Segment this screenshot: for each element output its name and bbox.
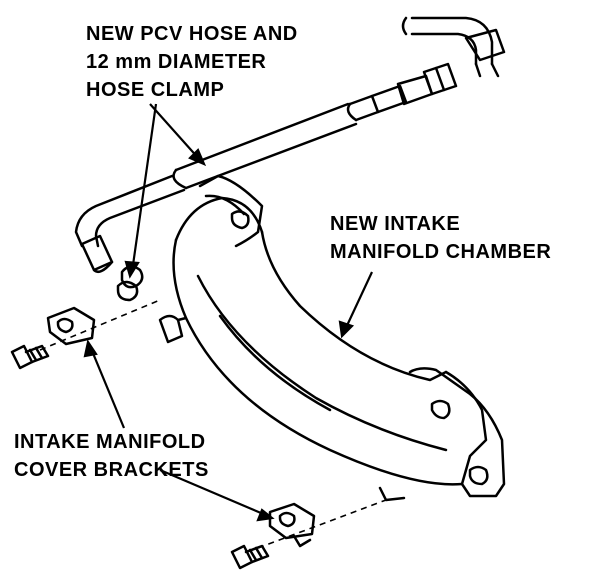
label-line: HOSE CLAMP (86, 79, 225, 101)
leader-chamber (343, 271, 373, 333)
bolt-upper (10, 344, 50, 370)
assembly-line-lower (257, 499, 387, 549)
label-line: COVER BRACKETS (14, 459, 209, 481)
arrow-bracket-lower (256, 508, 275, 522)
label-line: NEW PCV HOSE AND (86, 23, 298, 45)
leader-pcv-clamp (130, 103, 158, 273)
label-line: MANIFOLD CHAMBER (330, 241, 552, 263)
pcv-hose-end (80, 234, 114, 273)
cover-bracket-upper (46, 306, 96, 346)
arrow-bracket-upper (83, 339, 98, 358)
label-line: 12 mm DIAMETER (86, 51, 267, 73)
label-line: INTAKE MANIFOLD (14, 431, 206, 453)
label-line: NEW INTAKE (330, 213, 461, 235)
cover-bracket-lower (268, 502, 316, 548)
leader-bracket-upper (88, 345, 126, 429)
intake-manifold-chamber (158, 174, 506, 502)
arrow-pcv-clamp (124, 260, 140, 279)
bolt-lower (230, 544, 270, 570)
label-new-pcv-hose: NEW PCV HOSE AND 12 mm DIAMETER HOSE CLA… (86, 20, 298, 104)
label-new-intake-chamber: NEW INTAKE MANIFOLD CHAMBER (330, 210, 551, 266)
leader-bracket-lower (159, 468, 269, 518)
label-cover-brackets: INTAKE MANIFOLD COVER BRACKETS (14, 428, 209, 484)
arrow-pcv-hose (188, 148, 207, 167)
arrow-chamber (338, 320, 355, 339)
leader-pcv-hose (149, 103, 201, 161)
